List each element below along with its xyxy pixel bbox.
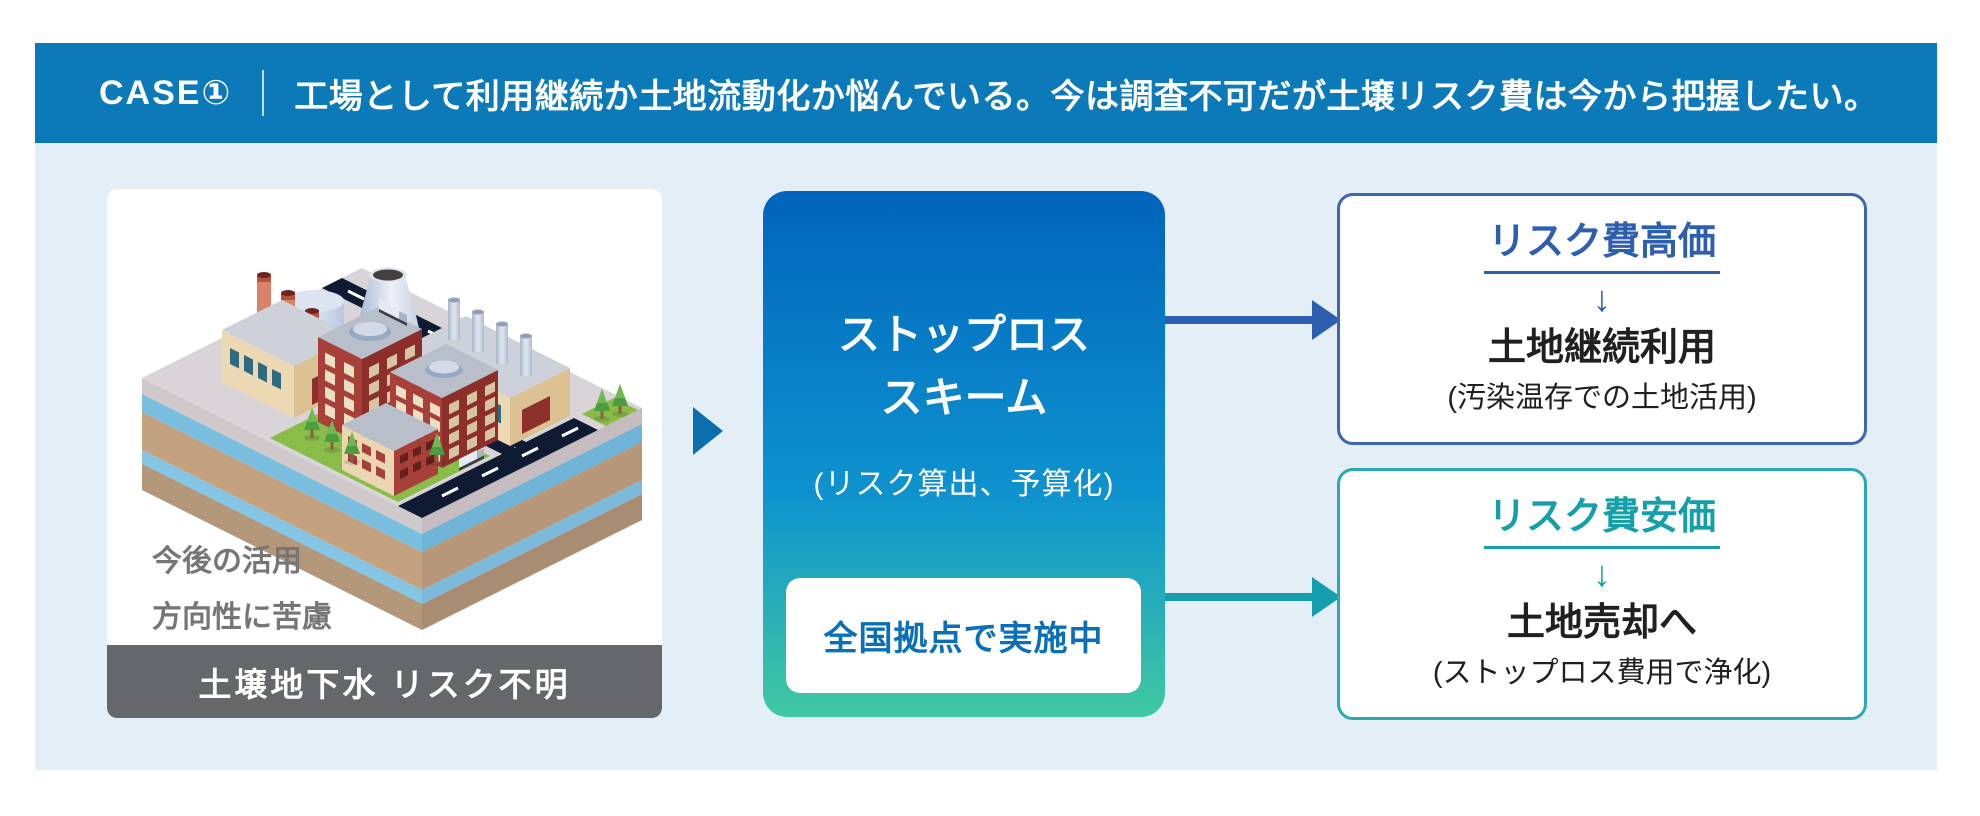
outcome-high-label: リスク費高価 <box>1483 222 1720 275</box>
gray-stacks <box>448 297 532 376</box>
arrow-shaft <box>1165 593 1315 601</box>
caption-line-1: 今後の活用 <box>152 545 302 578</box>
outcome-low-note: (ストップロス費用で浄化) <box>1432 656 1772 689</box>
scheme-title-line-2: スキーム <box>880 374 1048 421</box>
play-triangle-icon <box>693 407 723 455</box>
factory-illustration <box>142 267 642 630</box>
caption-line-2: 方向性に苦慮 <box>152 600 332 634</box>
trees <box>304 384 628 466</box>
outcome-low-label: リスク費安価 <box>1483 497 1720 550</box>
diagram-panel: 今後の活用 方向性に苦慮 土壌地下水 リスク不明 ストップロス スキーム (リス… <box>35 143 1937 770</box>
case-title: 工場として利用継続か土地流動化か悩んでいる。今は調査不可だが土壌リスク費は今から… <box>294 77 1879 116</box>
scheme-title: ストップロス スキーム <box>763 191 1165 429</box>
outcome-box-risk-low: リスク費安価 ↓ 土地売却へ (ストップロス費用で浄化) <box>1337 468 1867 720</box>
card-footer-bar: 土壌地下水 リスク不明 <box>107 645 662 718</box>
scheme-box: ストップロス スキーム (リスク算出、予算化) 全国拠点で実施中 <box>763 191 1165 717</box>
outcome-low-result: 土地売却へ <box>1506 602 1697 645</box>
outcome-box-risk-high: リスク費高価 ↓ 土地継続利用 (汚染温存での土地活用) <box>1337 193 1867 445</box>
arrow-head-icon <box>1312 577 1341 617</box>
outcome-high-note: (汚染温存での土地活用) <box>1447 381 1757 414</box>
card-caption: 今後の活用 方向性に苦慮 <box>152 534 332 645</box>
case-number-label: CASE① <box>99 74 233 112</box>
factory-card: 今後の活用 方向性に苦慮 土壌地下水 リスク不明 <box>107 189 662 718</box>
arrow-head-icon <box>1312 300 1341 340</box>
header-divider <box>262 70 265 116</box>
scheme-subtitle: (リスク算出、予算化) <box>813 468 1115 501</box>
down-arrow-icon: ↓ <box>1593 278 1611 320</box>
arrow-shaft <box>1165 316 1315 324</box>
down-arrow-icon: ↓ <box>1593 553 1611 595</box>
scheme-title-line-1: ストップロス <box>837 311 1090 358</box>
scheme-badge: 全国拠点で実施中 <box>786 578 1141 693</box>
case-header-bar: CASE① 工場として利用継続か土地流動化か悩んでいる。今は調査不可だが土壌リス… <box>35 43 1937 143</box>
brick-buildings <box>318 307 498 496</box>
scheme-badge-label: 全国拠点で実施中 <box>823 620 1104 658</box>
arrow-to-high-outcome <box>1165 300 1341 340</box>
card-footer-label: 土壌地下水 リスク不明 <box>198 665 571 703</box>
outcome-high-result: 土地継続利用 <box>1487 327 1716 370</box>
arrow-to-low-outcome <box>1165 577 1341 617</box>
